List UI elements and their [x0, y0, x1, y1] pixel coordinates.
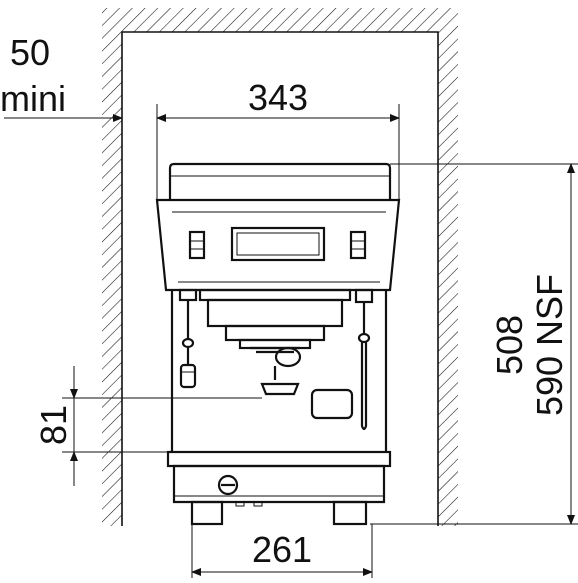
wall-hatch-top: [102, 8, 458, 32]
overall-height-nsf-label: 590 NSF: [529, 274, 570, 416]
wall-niche: [102, 8, 458, 526]
wall-inner-outline: [121, 31, 439, 526]
wall-hatch-left: [102, 32, 122, 526]
left-button-panel: [188, 230, 206, 260]
espresso-machine: [155, 162, 401, 526]
right-button-panel: [349, 230, 367, 260]
display-panel: [230, 226, 326, 262]
base-width-label: 261: [252, 529, 312, 570]
wall-hatch-right: [438, 32, 458, 526]
foot-left: [190, 500, 224, 526]
steam-wand-left: [178, 288, 198, 389]
side-clearance-value: 50: [10, 32, 50, 73]
hot-water-button: [310, 388, 354, 420]
machine-base: [166, 450, 392, 507]
top-width-label: 343: [248, 77, 308, 118]
steam-wand-right: [354, 288, 374, 431]
power-switch-icon: [217, 474, 239, 496]
dimension-lines: [4, 104, 578, 578]
portafilter: [250, 346, 302, 396]
side-clearance-note: mini: [0, 78, 66, 119]
group-head: [198, 288, 352, 350]
overall-height-label: 508: [489, 315, 530, 375]
cup-clearance-label: 81: [33, 405, 74, 445]
machine-head: [155, 198, 401, 292]
machine-top-tray: [168, 162, 392, 200]
foot-right: [332, 500, 368, 526]
